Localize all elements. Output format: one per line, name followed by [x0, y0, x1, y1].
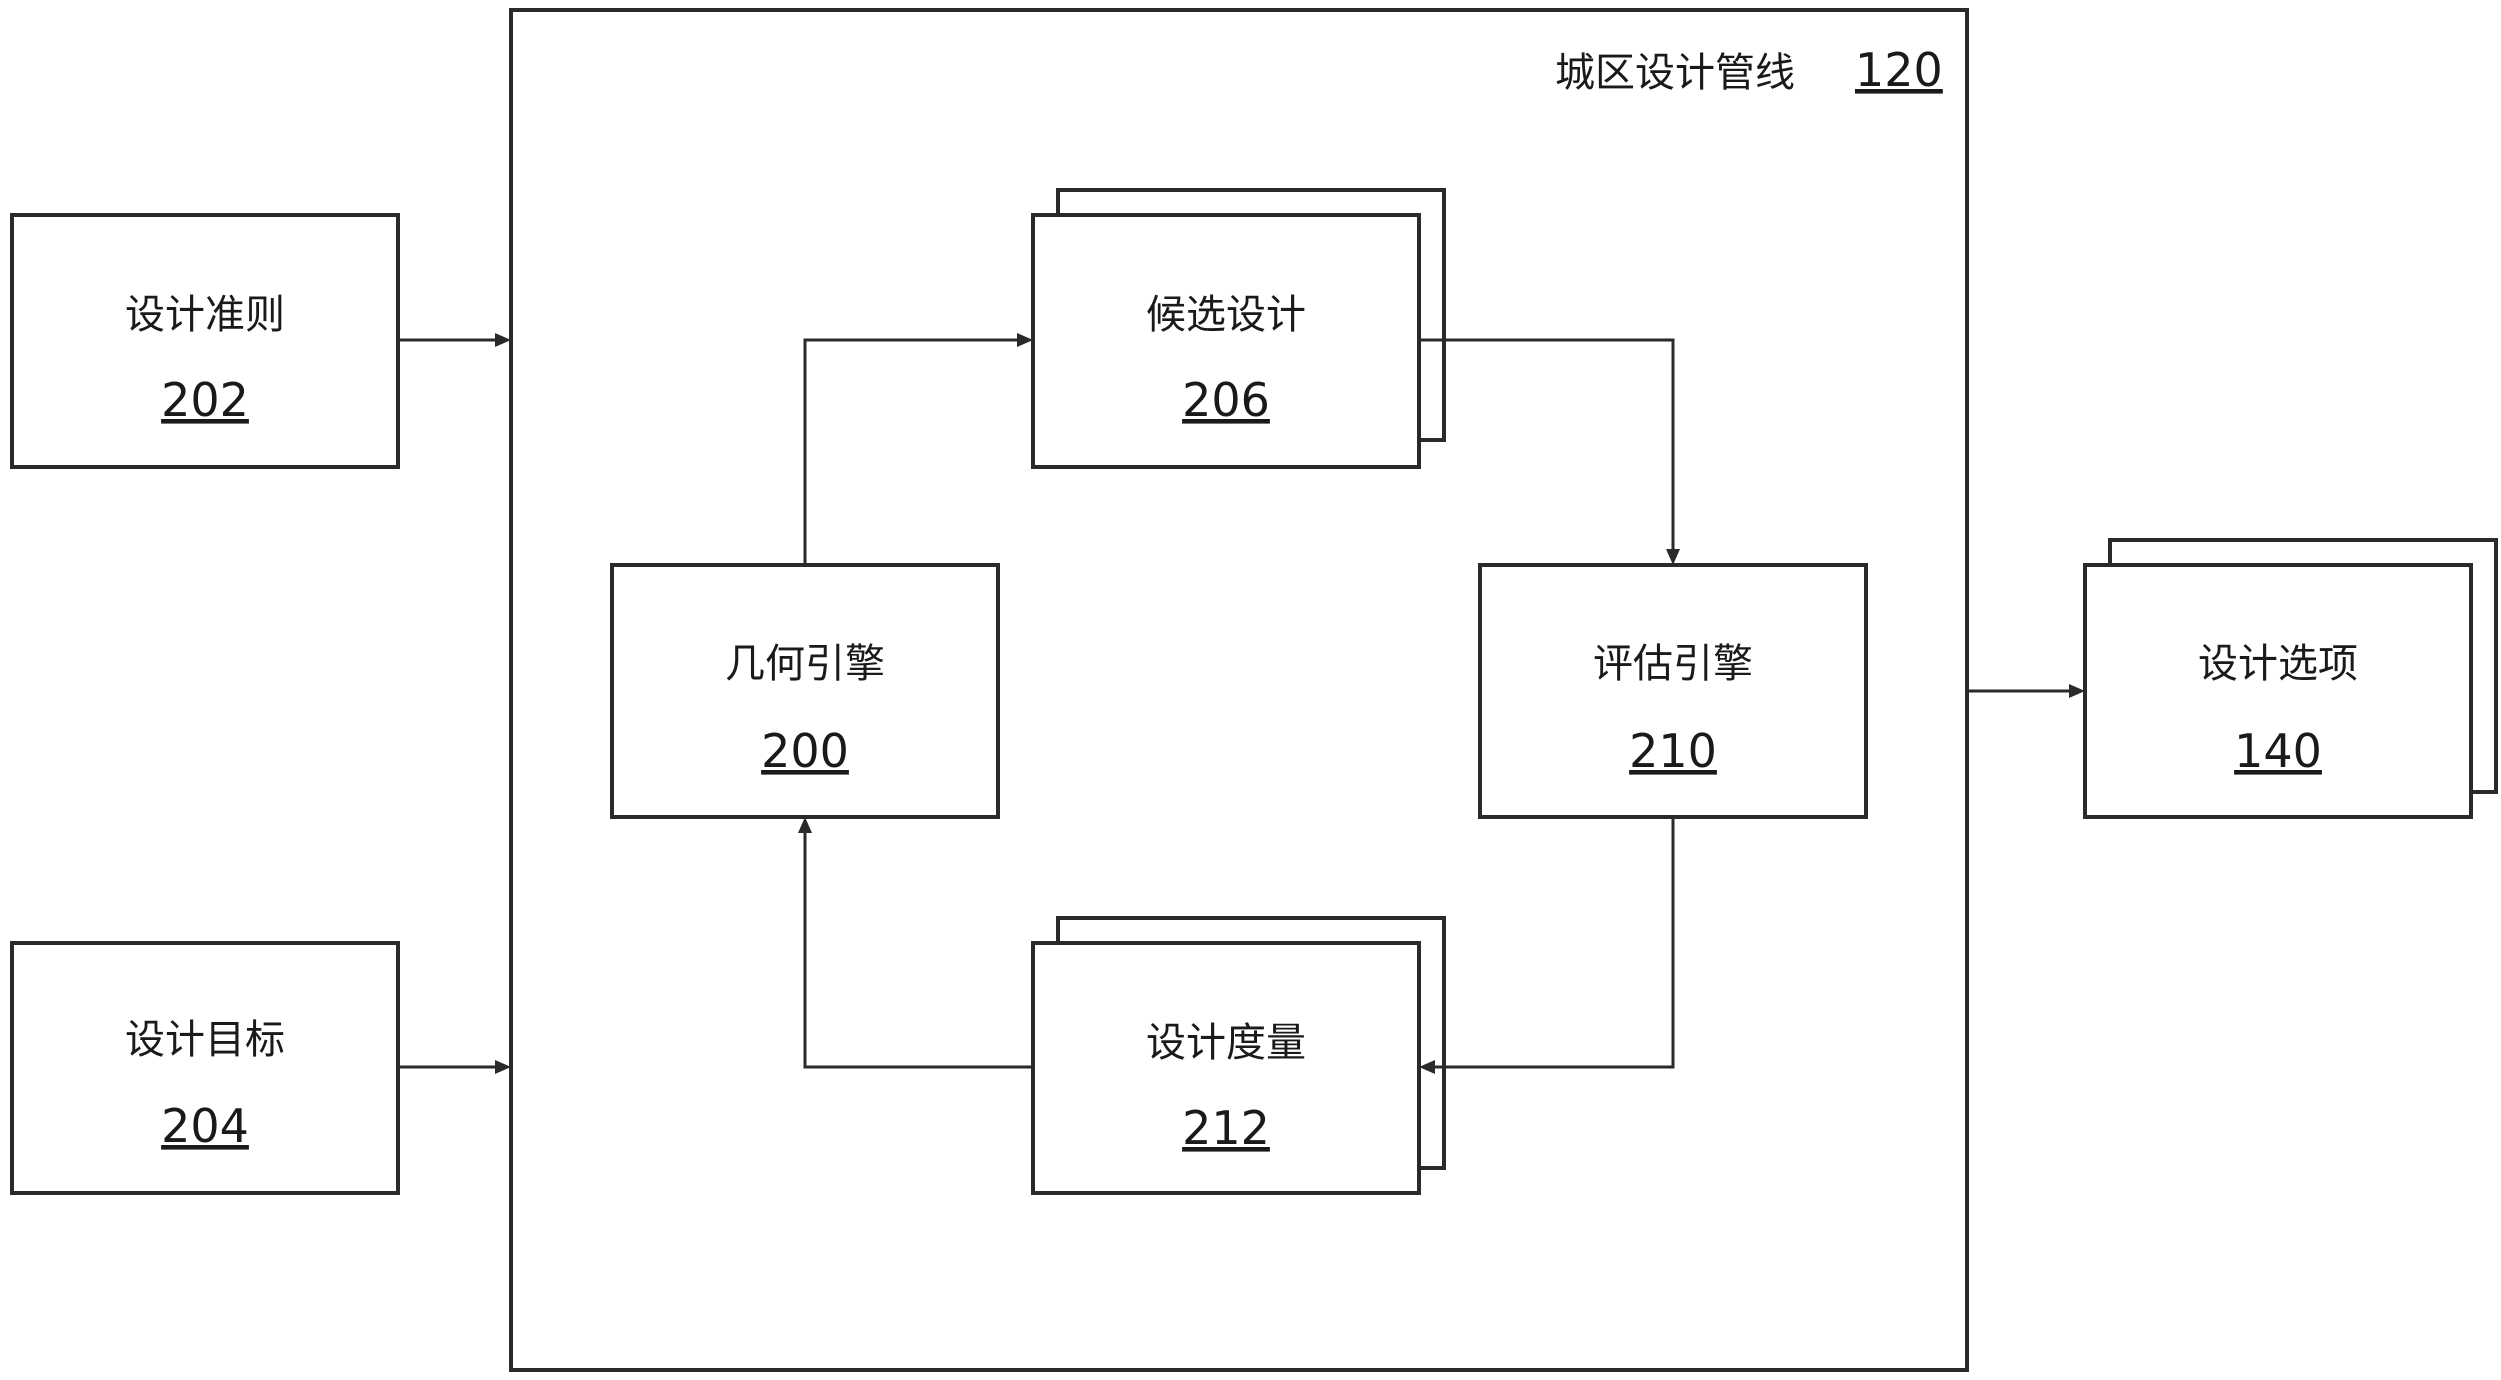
arrow-metrics-to-geometry — [798, 817, 1033, 1069]
geometry-engine-box: 几何引擎 200 — [610, 563, 1000, 819]
evaluation-engine-title: 评估引擎 — [1593, 641, 1753, 687]
design-metrics-title: 设计度量 — [1146, 1020, 1306, 1066]
arrow-objectives-to-pipeline — [398, 1060, 511, 1074]
design-criteria-box: 设计准则 202 — [10, 213, 400, 469]
design-objectives-title: 设计目标 — [125, 1017, 285, 1063]
design-options-title: 设计选项 — [2198, 641, 2358, 687]
design-objectives-number: 204 — [161, 1099, 249, 1153]
candidate-designs-box: 候选设计 206 — [1031, 188, 1446, 469]
design-options-box: 设计选项 140 — [2083, 538, 2498, 819]
design-criteria-title: 设计准则 — [125, 292, 285, 338]
arrow-geometry-to-candidates — [803, 333, 1033, 565]
design-criteria-number: 202 — [161, 373, 249, 427]
design-metrics-number: 212 — [1182, 1101, 1270, 1155]
geometry-engine-number: 200 — [761, 724, 849, 778]
candidate-designs-number: 206 — [1182, 373, 1270, 427]
pipeline-number: 120 — [1855, 43, 1943, 97]
candidate-designs-title: 候选设计 — [1146, 292, 1306, 338]
design-options-number: 140 — [2234, 724, 2322, 778]
arrow-pipeline-to-options — [1967, 684, 2085, 698]
pipeline-title: 城区设计管线 — [1555, 50, 1795, 96]
arrow-candidates-to-evaluation — [1419, 338, 1680, 565]
arrow-criteria-to-pipeline — [398, 333, 511, 347]
arrow-evaluation-to-metrics — [1419, 817, 1675, 1074]
design-objectives-box: 设计目标 204 — [10, 941, 400, 1195]
geometry-engine-title: 几何引擎 — [725, 641, 885, 687]
evaluation-engine-box: 评估引擎 210 — [1478, 563, 1868, 819]
evaluation-engine-number: 210 — [1629, 724, 1717, 778]
design-metrics-box: 设计度量 212 — [1031, 916, 1446, 1195]
